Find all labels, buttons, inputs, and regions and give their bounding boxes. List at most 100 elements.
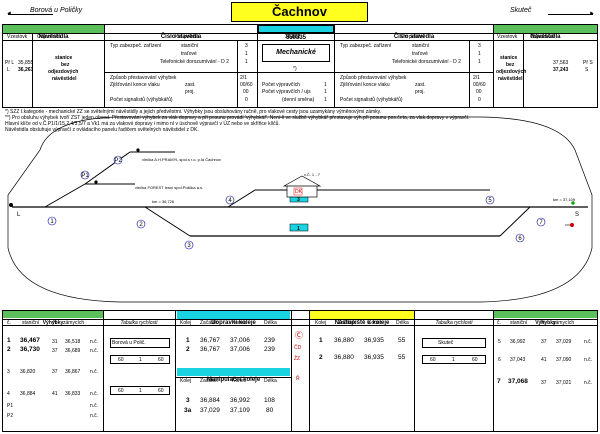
sw-r-6-km: 37,043: [510, 357, 526, 363]
mark-r: Ř: [296, 376, 300, 382]
switch-1: [47, 216, 57, 226]
sw-r-7-km: 37,068: [508, 378, 528, 385]
sw-l-4-c: 4: [7, 391, 10, 397]
track-2: [144, 206, 191, 237]
svg-text:P2: P2: [114, 158, 122, 164]
hdr-n-r: N: [541, 320, 545, 326]
nast-1-z: 36,880: [334, 337, 354, 344]
sw-r-7-z: 37,021: [556, 380, 572, 386]
km-right: Km poloha: [400, 34, 424, 40]
nast-1-kn: 36,935: [364, 337, 384, 344]
note-3: Hlavní klíče od v.Č.P1/1/15,2,4/3,5/7 a …: [5, 121, 280, 127]
hdr-kon-d: Konec: [232, 320, 247, 326]
sw-r-5-z: 37,029: [556, 339, 572, 345]
v21-l: 2/1: [240, 75, 247, 81]
hdr-zam-r: zámycích: [553, 320, 575, 326]
sw-l-2-t: n.č.: [90, 348, 99, 354]
track-1-label: 1: [297, 226, 300, 232]
sw-l-1-km: 36,467: [20, 337, 40, 344]
v0060-l: 00/60: [240, 82, 253, 88]
vyhybky-left-header: Výhybky: [3, 311, 103, 326]
s-label: S: [575, 212, 580, 218]
n1-l: 1: [245, 51, 248, 57]
proj-l: proj.: [185, 89, 195, 95]
sw-r-6-t: n.č.: [584, 357, 593, 363]
man-1-k: 3: [186, 397, 190, 404]
sw-l-4-n: 41: [52, 391, 58, 397]
sw-l-p1-t: n.č.: [90, 403, 99, 409]
typ-r: Typ zabezpeč. zařízení: [340, 43, 392, 49]
vd-label: v.Č. 1 - 7: [304, 172, 320, 177]
hdr-del-m: Délka: [264, 378, 277, 384]
zjist-r: Zjišťování konce vlaku: [340, 82, 390, 88]
dop-2-k: 2: [186, 346, 190, 353]
svg-text:P1: P1: [81, 173, 89, 179]
v0-l: 0: [245, 97, 248, 103]
vz-right: Vzestovk: [497, 34, 518, 40]
center-km: 36,662: [285, 34, 301, 40]
dopravni-koleje-header: Dopravní koleje: [177, 311, 290, 326]
note-4: Návěstidla obsluhuje výpravčí z ovládací…: [5, 127, 199, 133]
sw-r-7-n: 37: [541, 380, 547, 386]
center-type: Mechanické: [262, 44, 330, 62]
c1c: 1: [324, 97, 327, 103]
speed-right-row1: [422, 355, 486, 364]
siding-2-label: vlečka FOREST lesní spol.Polička a.s.: [135, 185, 204, 190]
svg-text:4: 4: [228, 198, 232, 204]
nast-2-k: 2: [319, 354, 323, 361]
nav-left-header: Návěstidla: [3, 25, 104, 40]
zast-l: zast.: [185, 82, 196, 88]
speed-v2: 1: [139, 357, 142, 363]
man-2-z: 37,029: [200, 407, 220, 414]
notes: *) SZZ I.kategorie - mechanické ZZ se sv…: [5, 109, 597, 133]
n3-l: 3: [245, 43, 248, 49]
hdr-stan-r: staniční: [510, 320, 528, 326]
sw-l-3-c: 3: [7, 369, 10, 375]
sw-r-6-c: 6: [498, 357, 501, 363]
center-star: *): [293, 66, 297, 72]
man-2-k: 3a: [184, 407, 192, 414]
hdr-kol-n: Kolej: [315, 320, 327, 326]
speed-v6: 60: [158, 388, 164, 394]
right-arrow: [548, 14, 593, 15]
switch-3: [184, 240, 194, 250]
n3-r: 3: [478, 43, 481, 49]
tab-rychlosti-right-header: Tabulka rychlosti: [435, 320, 473, 326]
svg-text:3: 3: [187, 243, 191, 249]
note-1: *) SZZ I.kategorie - mechanické ZZ se sv…: [5, 109, 382, 115]
c1b: 1: [324, 89, 327, 95]
note-2: **) Pro obsluhu výhybek tvoří ZST jeden …: [5, 115, 470, 121]
speed-left-row1: [110, 355, 170, 364]
c1: 1: [324, 82, 327, 88]
station-title: Čachnov: [272, 4, 327, 19]
hdr-n-l: N: [53, 320, 57, 326]
hdr-zac-n: Začátek: [338, 320, 356, 326]
sw-r-6-n: 41: [541, 357, 547, 363]
man-2-kn: 37,109: [230, 407, 250, 414]
denni: (denní směna): [282, 97, 315, 103]
right-arrow-head: ►: [589, 11, 595, 17]
bottom-table: [2, 310, 598, 432]
sw-r-5-n: 37: [541, 339, 547, 345]
left-arrow-head: ◄: [6, 11, 12, 17]
stanice-bez-r3: odjezdových: [496, 69, 527, 75]
s-km: 37,243: [553, 67, 569, 73]
l-label: L: [17, 212, 21, 218]
switch-4: [225, 195, 235, 205]
man-2-d: 80: [266, 407, 274, 414]
mark-c: Ⓒ: [295, 331, 303, 340]
sw-l-2-n: 37: [52, 348, 58, 354]
s-signal: S: [585, 67, 589, 73]
stav-right-header: Číslo stavědla: [393, 34, 435, 40]
nastupiste-header: Nástupiště u koleje: [310, 311, 414, 326]
tab-rychlosti-left-header: Tabulka rychlosti: [120, 320, 158, 326]
speed-r-v3: 60: [472, 357, 478, 363]
nast-1-k: 1: [319, 337, 323, 344]
man-1-kn: 36,992: [230, 397, 250, 404]
sw-r-5-km: 36,992: [510, 339, 526, 345]
stanice-bez-l2: bez: [61, 62, 70, 68]
stan-l: staniční: [181, 43, 199, 49]
stanice-bez-l3: odjezdových: [48, 69, 79, 75]
sw-r-6-z: 37,090: [556, 357, 572, 363]
dop-2-d: 239: [264, 346, 275, 353]
